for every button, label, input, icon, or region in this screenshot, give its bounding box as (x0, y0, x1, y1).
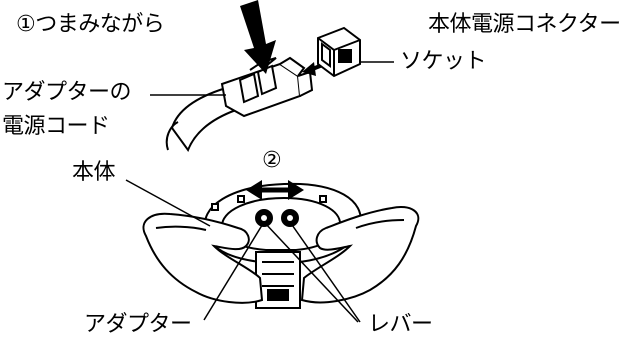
adapter-cord-label-line1: アダプターの (2, 80, 132, 105)
step1-label: ①つまみながら (16, 12, 165, 37)
power-cord-plug-drawing (165, 56, 314, 153)
slide-lever-arrows (246, 180, 304, 200)
leader-lines-upper (150, 61, 394, 96)
leader-lines-lower (125, 179, 361, 323)
press-arrow (240, 0, 276, 74)
right-hand-drawing (300, 206, 420, 304)
adapter-cord-label-line2: 電源コード (2, 114, 110, 139)
left-hand-drawing (142, 212, 264, 304)
main-body-label: 本体 (72, 160, 116, 185)
adapter-label: アダプター (84, 312, 192, 337)
connector-socket-drawing (317, 26, 361, 78)
connector-label-line1: 本体電源コネクター (428, 12, 621, 37)
step2-label: ② (262, 148, 282, 173)
connector-label-line2: ソケット (400, 49, 487, 74)
lever-label: レバー (368, 312, 433, 337)
